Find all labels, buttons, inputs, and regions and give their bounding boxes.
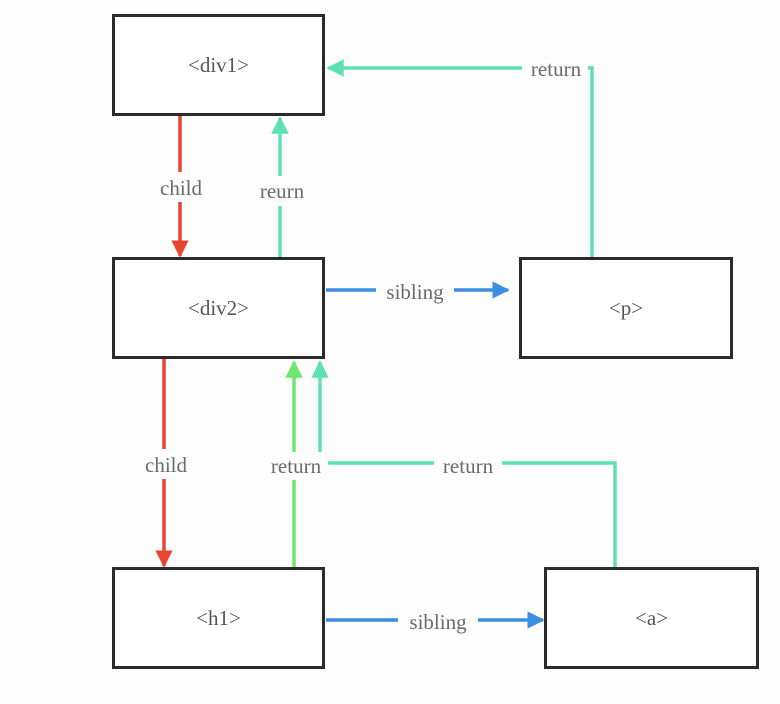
edge-label: child	[160, 176, 202, 200]
node-a: <a>	[544, 567, 759, 669]
edge-label: sibling	[409, 610, 467, 634]
node-p: <p>	[519, 257, 733, 359]
node-h1: <h1>	[112, 567, 325, 669]
node-div1: <div1>	[112, 14, 325, 116]
edge-div2-h1-child: child	[134, 358, 198, 568]
node-div2: <div2>	[112, 257, 325, 359]
edge-div2-div1-return: reurn	[250, 116, 314, 258]
edge-div2-p-sibling: sibling	[326, 278, 510, 306]
node-label: <a>	[634, 605, 668, 630]
edge-label: return	[271, 454, 322, 478]
edge-h1-div2-return: return	[262, 360, 328, 568]
edge-div1-div2-child: child	[150, 116, 212, 258]
edge-p-div1-return: return	[326, 55, 594, 258]
edge-h1-a-sibling: sibling	[326, 607, 545, 635]
edge-label: return	[531, 57, 582, 81]
node-label: <p>	[608, 295, 644, 320]
edge-label: return	[443, 454, 494, 478]
edge-a-div2-return: return	[311, 360, 617, 568]
node-label: <h1>	[196, 605, 241, 630]
edge-label: child	[145, 453, 187, 477]
edge-label: reurn	[260, 179, 305, 203]
node-label: <div1>	[187, 52, 250, 77]
edge-label: sibling	[386, 280, 444, 304]
node-label: <div2>	[187, 295, 250, 320]
